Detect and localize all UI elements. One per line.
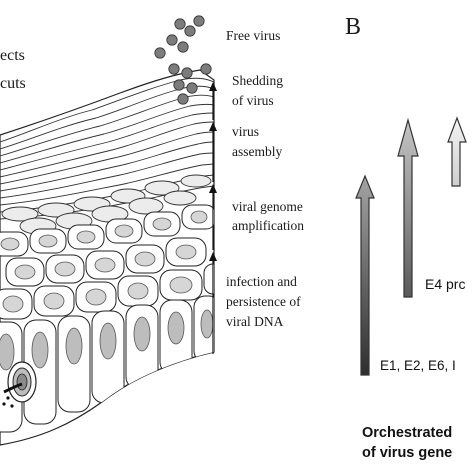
basal-nuclei [0, 309, 214, 371]
early-genes-arrow [355, 174, 375, 376]
stage-label-infection-1: infection and [226, 274, 297, 289]
stage-labels: Free virus Shedding of virus virus assem… [226, 28, 304, 329]
e4-gene-label: E4 prc [425, 276, 465, 292]
stage-arrows [209, 82, 217, 354]
left-fragment-text-1: ects [0, 47, 25, 64]
stage-label-assembly-1: virus [232, 124, 259, 139]
infected-basal-cell [2, 361, 37, 408]
free-virus-particles [154, 15, 212, 105]
stage-label-amplification-1: viral genome [232, 199, 303, 214]
stage-label-assembly-2: assembly [232, 144, 282, 159]
panel-b-label: B [345, 14, 361, 40]
stage-label-infection-2: persistence of [226, 294, 301, 309]
stage-label-free-virus: Free virus [226, 28, 280, 43]
stage-label-infection-3: viral DNA [226, 314, 284, 329]
stage-label-shedding-2: of virus [232, 93, 274, 108]
left-fragment-text-2: cuts [0, 75, 26, 92]
stage-label-shedding-1: Shedding [232, 73, 283, 88]
panel-b-caption-1: Orchestrated [362, 425, 452, 441]
tissue-section [0, 69, 215, 446]
panel-b-arrows [355, 116, 467, 376]
early-gene-label: E1, E2, E6, I [380, 358, 456, 373]
stage-label-amplification-2: amplification [232, 218, 304, 233]
late-genes-arrow [447, 116, 467, 187]
spinous-nuclei [0, 210, 208, 313]
panel-b-caption-2: of virus gene [362, 445, 452, 461]
e4-arrow [397, 117, 419, 298]
